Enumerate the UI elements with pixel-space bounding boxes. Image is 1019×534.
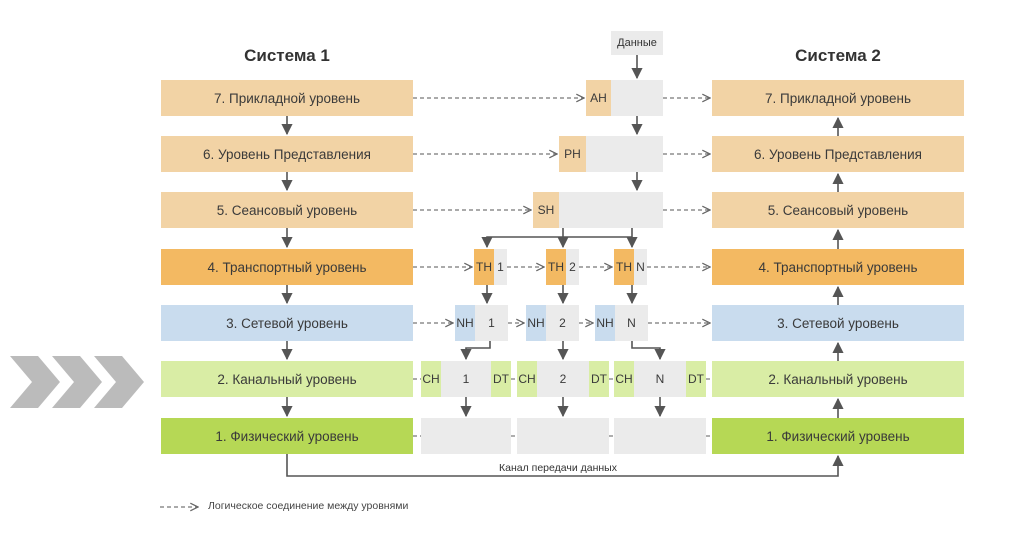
- system1-title: Система 1: [244, 46, 330, 65]
- transport-segment-2: 2: [566, 249, 579, 285]
- logical-connections: [413, 98, 712, 437]
- channel-label: Канал передачи данных: [496, 462, 620, 474]
- link-frame-2: 2: [537, 361, 589, 397]
- link-trailer-2: DT: [589, 361, 609, 397]
- sys1-layer-6: 6. Уровень Представления: [161, 136, 413, 172]
- link-header-1: CH: [421, 361, 441, 397]
- sys1-layer-3: 3. Сетевой уровень: [161, 305, 413, 341]
- session-header: SH: [533, 192, 559, 228]
- data-box: Данные: [611, 31, 663, 55]
- sys1-layer-2: 2. Канальный уровень: [161, 361, 413, 397]
- system2-title: Система 2: [795, 46, 881, 65]
- network-packet-3: N: [615, 305, 648, 341]
- network-packet-2: 2: [546, 305, 579, 341]
- transport-header-2: TH: [546, 249, 566, 285]
- sys1-layer-7: 7. Прикладной уровень: [161, 80, 413, 116]
- phys-block-1: [421, 418, 511, 454]
- sys2-layer-6: 6. Уровень Представления: [712, 136, 964, 172]
- sys2-layer-7: 7. Прикладной уровень: [712, 80, 964, 116]
- link-header-3: CH: [614, 361, 634, 397]
- network-header-3: NH: [595, 305, 615, 341]
- link-header-2: CH: [517, 361, 537, 397]
- phys-block-3: [614, 418, 706, 454]
- app-header: AH: [586, 80, 611, 116]
- link-trailer-3: DT: [686, 361, 706, 397]
- phys-block-2: [517, 418, 609, 454]
- sys2-layer-4: 4. Транспортный уровень: [712, 249, 964, 285]
- sys2-layer-3: 3. Сетевой уровень: [712, 305, 964, 341]
- encapsulation-arrows: [286, 55, 844, 477]
- presentation-data-block: [586, 136, 663, 172]
- transport-header-3: TH: [614, 249, 634, 285]
- sys2-layer-5: 5. Сеансовый уровень: [712, 192, 964, 228]
- network-header-1: NH: [455, 305, 475, 341]
- session-data-block: [559, 192, 663, 228]
- sys2-layer-2: 2. Канальный уровень: [712, 361, 964, 397]
- legend-label: Логическое соединение между уровнями: [208, 500, 409, 512]
- link-trailer-1: DT: [491, 361, 511, 397]
- link-frame-1: 1: [441, 361, 491, 397]
- presentation-header: PH: [559, 136, 586, 172]
- transport-header-1: TH: [474, 249, 494, 285]
- network-header-2: NH: [526, 305, 546, 341]
- sys2-layer-1: 1. Физический уровень: [712, 418, 964, 454]
- network-packet-1: 1: [475, 305, 508, 341]
- app-data-block: [611, 80, 663, 116]
- transport-segment-3: N: [634, 249, 647, 285]
- sys1-layer-1: 1. Физический уровень: [161, 418, 413, 454]
- chevron-icons: [10, 356, 144, 408]
- sys1-layer-4: 4. Транспортный уровень: [161, 249, 413, 285]
- transport-segment-1: 1: [494, 249, 507, 285]
- link-frame-3: N: [634, 361, 686, 397]
- sys1-layer-5: 5. Сеансовый уровень: [161, 192, 413, 228]
